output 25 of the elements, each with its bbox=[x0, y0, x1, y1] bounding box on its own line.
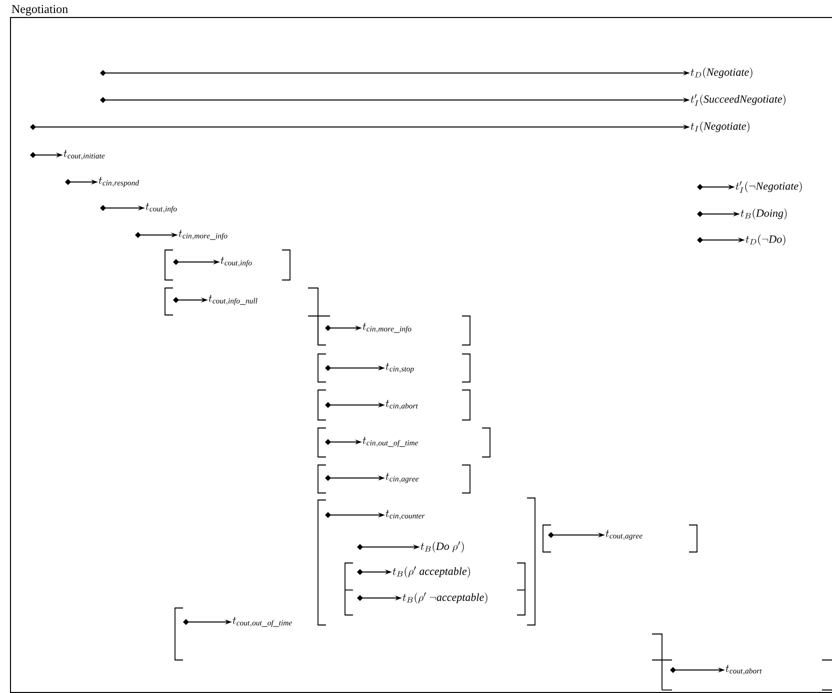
formula-label: $t_{\mathit{cout,info\_null}}$ bbox=[208, 294, 258, 306]
formula-label: $t_{\mathit{cin,abort}}$ bbox=[386, 400, 418, 410]
formula-label: $t_{\mathit{cin,respond}}$ bbox=[98, 176, 139, 188]
formula-label: $t'_{I}(\neg \mathit{Negotiate})$ bbox=[736, 181, 802, 193]
title: Negotiation bbox=[12, 5, 68, 16]
formula-label: $t_{D}(\mathit{Negotiate})$ bbox=[690, 68, 752, 78]
formula-label: $t_{B}(\mathit{Doing})$ bbox=[740, 208, 787, 220]
formula-label: $t_{B}(\rho'\ \mathit{acceptable})$ bbox=[392, 566, 470, 578]
formula-label: $t_{\mathit{cout,out\_of\_time}}$ bbox=[232, 616, 292, 628]
formula-label: $t_{\mathit{cout,info}}$ bbox=[146, 202, 177, 214]
formula-label: $t'_{I}(\mathit{SucceedNegotiate})$ bbox=[690, 94, 786, 106]
formula-label: $t_{D}(\neg \mathit{Do})$ bbox=[746, 234, 786, 246]
formula-label: $t_{\mathit{cout,abort}}$ bbox=[726, 664, 762, 675]
formula-label: $t_{\mathit{cout,agree}}$ bbox=[606, 530, 642, 540]
formula-label: $t_{I}(\mathit{Negotiate})$ bbox=[690, 122, 750, 132]
formula-label: $t_{B}(\mathit{Do}\ \rho')$ bbox=[420, 541, 464, 553]
formula-label: $t_{\mathit{cin,out\_of\_time}}$ bbox=[362, 436, 418, 448]
formula-label: $t_{\mathit{cin,counter}}$ bbox=[386, 510, 425, 520]
formula-label: $t_{\mathit{cin,agree}}$ bbox=[386, 472, 419, 484]
formula-label: $t_{\mathit{cin,more\_info}}$ bbox=[362, 322, 412, 334]
formula-label: $t_{\mathit{cout,initiate}}$ bbox=[64, 150, 105, 160]
formula-label: $t_{\mathit{cout,info}}$ bbox=[220, 256, 252, 268]
formula-label: $t_{B}(\rho'\ \neg \mathit{acceptable})$ bbox=[402, 592, 488, 604]
formula-label: $t_{\mathit{cin,stop}}$ bbox=[386, 362, 414, 374]
formula-label: $t_{\mathit{cin,more\_info}}$ bbox=[178, 230, 228, 240]
